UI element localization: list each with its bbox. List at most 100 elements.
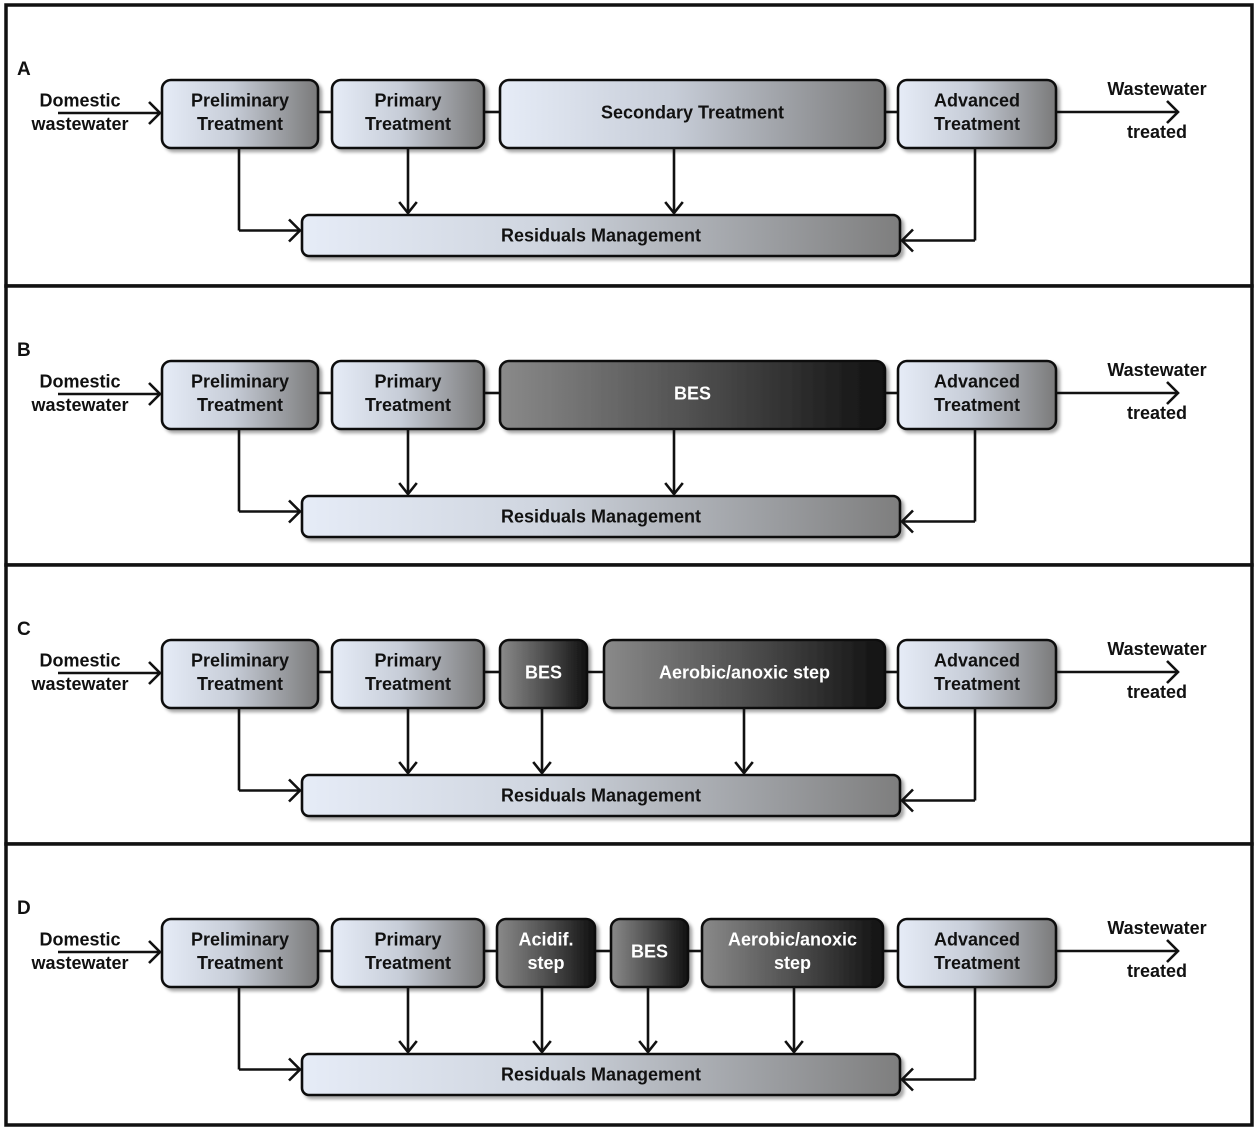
output-label-line: Wastewater [1107,360,1206,380]
step-box [700,917,885,989]
label-line: Preliminary [191,651,289,671]
step-box [498,359,887,431]
arrow-head [1166,381,1180,405]
panel-label: A [17,59,31,80]
panel-label: D [17,898,31,919]
label-line: Treatment [197,114,283,134]
residuals-management-box: Residuals Management [300,1052,902,1097]
output-label-line: Wastewater [1107,639,1206,659]
arrow-head [638,1040,658,1055]
arrow-head [664,201,684,216]
label-line: Treatment [365,114,451,134]
label-line: Treatment [934,674,1020,694]
label-line: Treatment [934,114,1020,134]
step-acidif-step: Acidif.step [495,917,597,1055]
arrow-head [532,761,552,776]
residuals-label: Residuals Management [501,226,701,246]
arrow-head [398,761,418,776]
label-line: Advanced [934,372,1020,392]
label-line: wastewater [30,674,128,694]
residuals-label: Residuals Management [501,507,701,527]
panel-d: D Domestic wastewater Wastewater treatedResi… [4,842,1254,1127]
label-line: wastewater [30,953,128,973]
step-box [896,359,1058,431]
step-box [896,917,1058,989]
label-line: Domestic [39,372,120,392]
arrow-head [288,1057,302,1082]
label-line: Treatment [197,674,283,694]
arrow-head [784,1040,804,1055]
arrow-head [1166,660,1180,684]
arrow-head [288,218,302,243]
input-domestic-wastewater: Domestic wastewater [30,372,162,415]
label-line: wastewater [30,395,128,415]
label-line: BES [674,383,711,403]
label-line: Primary [374,372,441,392]
step-aerobic-anoxic-step: Aerobic/anoxic step [602,638,887,776]
output-label-line: Wastewater [1107,918,1206,938]
arrow-head [148,101,162,125]
label-line: Treatment [197,395,283,415]
arrow-head [900,509,914,534]
label-line: Primary [374,651,441,671]
panel-label: B [17,340,31,361]
step-box [495,917,597,989]
output-label-line: treated [1127,961,1187,981]
label-line: Treatment [365,674,451,694]
label-line: Preliminary [191,91,289,111]
input-domestic-wastewater: Domestic wastewater [30,651,162,694]
label-line: Secondary Treatment [601,102,784,122]
label-line: wastewater [30,114,128,134]
step-box [896,638,1058,710]
arrow-head [734,761,754,776]
output-label-line: treated [1127,682,1187,702]
arrow-head [148,382,162,406]
output-label-line: treated [1127,122,1187,142]
arrow-head [532,1040,552,1055]
label-line: BES [631,941,668,961]
label-line: Preliminary [191,372,289,392]
arrow-head [664,482,684,497]
arrow-head [288,499,302,524]
output-label-line: Wastewater [1107,79,1206,99]
step-box [896,78,1058,150]
step-bes: BES [498,638,589,776]
label-line: Treatment [365,395,451,415]
residuals-label: Residuals Management [501,786,701,806]
residuals-label: Residuals Management [501,1065,701,1085]
label-line: Domestic [39,930,120,950]
arrow-head [148,940,162,964]
arrow-head [900,788,914,813]
residuals-management-box: Residuals Management [300,773,902,818]
arrow-head [288,778,302,803]
residuals-management-box: Residuals Management [300,494,902,539]
label-line: Treatment [934,395,1020,415]
input-domestic-wastewater: Domestic wastewater [30,930,162,973]
label-line: Domestic [39,651,120,671]
label-line: Aerobic/anoxic step [659,662,830,682]
residuals-box-shape [300,1052,902,1097]
label-line: Treatment [365,953,451,973]
residuals-box-shape [300,213,902,258]
label-line: Aerobic/anoxic [728,930,857,950]
label-line: Acidif. [518,930,573,950]
label-line: Treatment [934,953,1020,973]
step-secondary-treatment: Secondary Treatment [498,78,887,216]
step-box [498,638,589,710]
label-line: step [774,953,811,973]
label-line: Advanced [934,930,1020,950]
residuals-management-box: Residuals Management [300,213,902,258]
output-wastewater-treated: Wastewater treated [1056,918,1207,981]
label-line: Primary [374,91,441,111]
